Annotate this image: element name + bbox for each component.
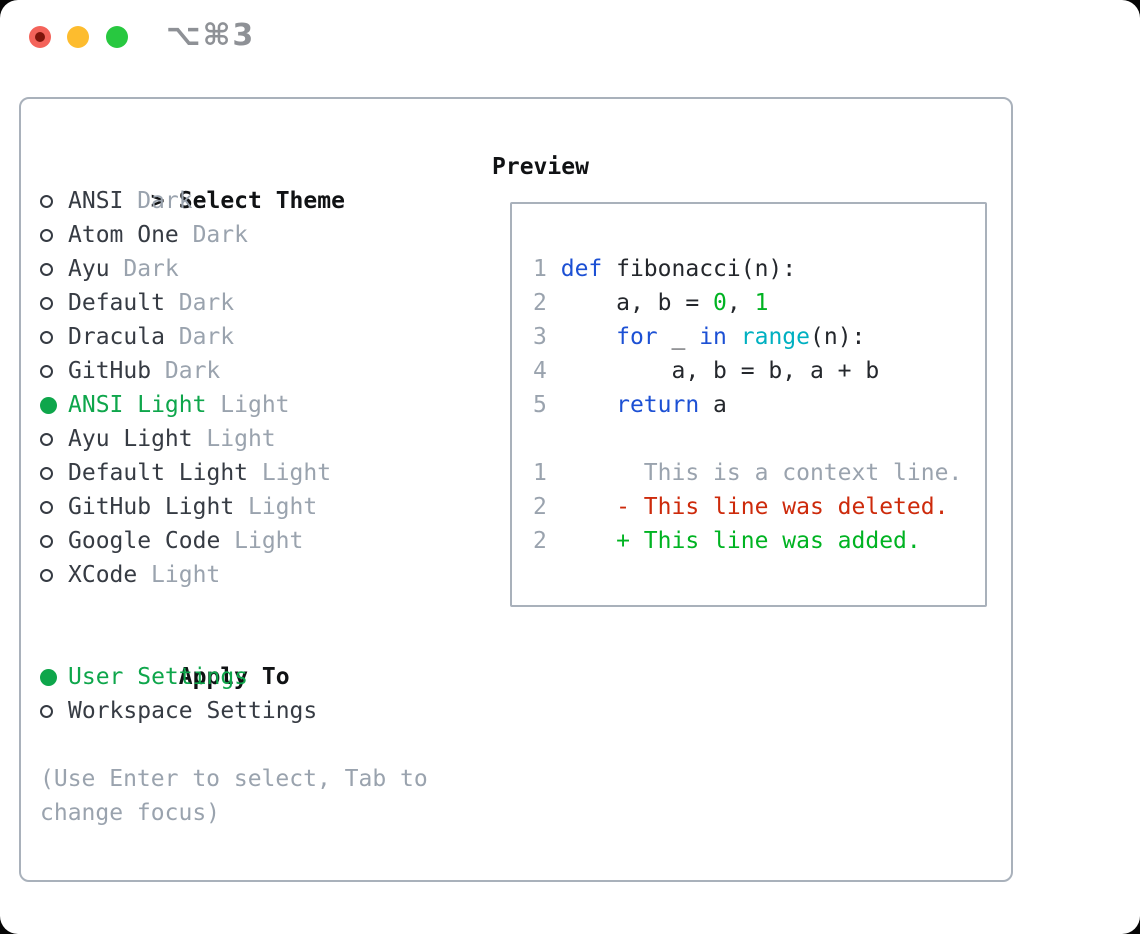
radio-icon	[40, 704, 53, 718]
radio-selected-icon	[40, 668, 57, 686]
radio-icon	[40, 568, 53, 582]
theme-option[interactable]: Atom One Dark	[40, 218, 490, 252]
radio-icon	[40, 330, 53, 344]
theme-variant: Light	[234, 528, 304, 554]
zoom-button[interactable]	[106, 26, 128, 48]
theme-name: GitHub	[68, 358, 152, 384]
minimize-button[interactable]	[67, 26, 89, 48]
close-button[interactable]	[29, 26, 51, 48]
theme-name: Ayu Light	[68, 426, 193, 452]
window-title: ⌥⌘3	[166, 18, 256, 53]
theme-variant: Dark	[178, 324, 235, 350]
preview-title: Preview	[492, 154, 589, 180]
theme-name: Ayu	[68, 256, 110, 282]
radio-icon	[40, 296, 53, 310]
theme-name: Atom One	[68, 222, 179, 248]
theme-name: Dracula	[68, 324, 165, 350]
theme-name: Default Light	[68, 460, 249, 486]
radio-selected-icon	[40, 396, 57, 414]
preview-pane: 1 def fibonacci(n): 2 a, b = 0, 1 3 for _ …	[510, 202, 987, 607]
theme-variant: Dark	[192, 222, 248, 248]
diff-line: 1 This is a context line.	[533, 460, 963, 486]
option-label: Workspace Settings	[68, 698, 318, 724]
theme-name: Default	[68, 290, 165, 316]
page-title: Select Theme	[178, 188, 345, 214]
theme-variant: Dark	[178, 290, 235, 316]
section-title: Apply To	[178, 664, 290, 690]
theme-name: Google Code	[68, 528, 221, 554]
radio-icon	[40, 262, 53, 276]
diff-line: 2 - This line was deleted.	[533, 494, 949, 520]
radio-icon	[40, 194, 53, 208]
theme-option[interactable]: ANSI Dark	[40, 184, 490, 218]
blank-line	[533, 422, 985, 456]
theme-option[interactable]: Dracula Dark	[40, 320, 490, 354]
theme-option[interactable]: Ayu Dark	[40, 252, 490, 286]
cursor-prefix-icon: >	[150, 188, 165, 214]
radio-icon	[40, 432, 53, 446]
theme-name: XCode	[68, 562, 138, 588]
theme-variant: Light	[206, 426, 276, 452]
code-line: 2 a, b = 0, 1	[533, 290, 769, 316]
theme-name: ANSI	[68, 188, 124, 214]
theme-option[interactable]: Default Light Light	[40, 456, 490, 490]
theme-option[interactable]: GitHub Light Light	[40, 490, 490, 524]
apply-to-option[interactable]: Workspace Settings	[40, 694, 490, 728]
theme-variant: Light	[261, 460, 332, 486]
diff-line: 2 + This line was added.	[533, 528, 921, 554]
theme-variant: Light	[220, 392, 290, 418]
radio-icon	[40, 500, 53, 514]
radio-icon	[40, 228, 53, 242]
theme-name: ANSI Light	[68, 392, 207, 418]
apply-to-header: Apply To	[40, 626, 490, 690]
theme-variant: Light	[247, 494, 318, 520]
radio-icon	[40, 364, 53, 378]
spacer	[40, 728, 490, 762]
theme-variant: Dark	[123, 256, 179, 282]
theme-variant: Dark	[137, 188, 193, 214]
theme-option[interactable]: ANSI Light Light	[40, 388, 490, 422]
theme-variant: Dark	[164, 358, 221, 384]
theme-option[interactable]: Default Dark	[40, 286, 490, 320]
titlebar: ⌥⌘3	[0, 0, 1140, 74]
theme-option[interactable]: GitHub Dark	[40, 354, 490, 388]
help-line: change focus)	[40, 800, 221, 826]
code-line: 1 def fibonacci(n):	[533, 256, 797, 282]
help-text: (Use Enter to select, Tab to change focus…	[40, 762, 490, 830]
select-theme-header: > Select Theme	[40, 150, 490, 214]
apply-to-option[interactable]: User Settings	[40, 660, 490, 694]
code-line: 3 for _ in range(n):	[533, 324, 866, 350]
theme-option[interactable]: Google Code Light	[40, 524, 490, 558]
spacer	[40, 592, 490, 626]
radio-icon	[40, 534, 53, 548]
help-line: (Use Enter to select, Tab to	[40, 766, 428, 792]
theme-name: GitHub Light	[68, 494, 235, 520]
radio-icon	[40, 466, 53, 480]
theme-variant: Light	[151, 562, 221, 588]
theme-option[interactable]: Ayu Light Light	[40, 422, 490, 456]
theme-option[interactable]: XCode Light	[40, 558, 490, 592]
code-line: 5 return a	[533, 392, 727, 418]
code-line: 4 a, b = b, a + b	[533, 358, 880, 384]
option-label: User Settings	[68, 664, 249, 690]
code-preview: 1 def fibonacci(n): 2 a, b = 0, 1 3 for _ …	[533, 252, 985, 558]
